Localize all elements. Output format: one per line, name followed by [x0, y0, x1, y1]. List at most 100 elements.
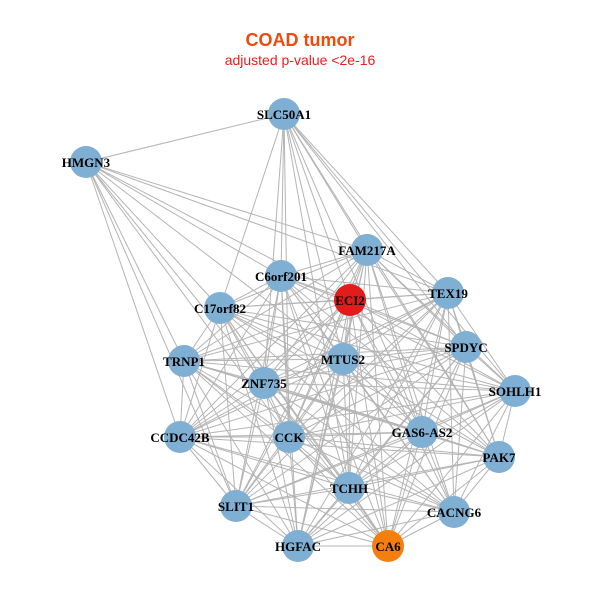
node-tex19[interactable]: TEX19 — [428, 277, 468, 309]
edge-TRNP1-CACNG6 — [183, 360, 455, 513]
node-label: CACNG6 — [427, 505, 482, 520]
edge-GAS6-AS2-SLIT1 — [235, 431, 423, 507]
edge-HMGN3-MTUS2 — [85, 161, 344, 360]
node-c17orf82[interactable]: C17orf82 — [194, 292, 246, 324]
edge-C17orf82-SLIT1 — [219, 307, 237, 507]
edge-SPDYC-ZNF735 — [263, 346, 467, 384]
edge-HMGN3-TEX19 — [85, 161, 449, 294]
edge-GAS6-AS2-CA6 — [387, 431, 423, 547]
node-circle[interactable] — [273, 421, 305, 453]
node-circle[interactable] — [450, 331, 482, 363]
node-sohlh1[interactable]: SOHLH1 — [489, 375, 542, 407]
node-spdyc[interactable]: SPDYC — [444, 331, 488, 363]
node-ccdc42b[interactable]: CCDC42B — [150, 421, 210, 453]
node-hgfac[interactable]: HGFAC — [275, 530, 321, 562]
edge-ECI2-HGFAC — [297, 299, 351, 547]
edge-SOHLH1-SLIT1 — [235, 390, 516, 507]
edge-ZNF735-CCDC42B — [179, 382, 265, 438]
node-label: HGFAC — [275, 539, 321, 554]
node-circle[interactable] — [220, 490, 252, 522]
edge-SLC50A1-C17orf82 — [219, 113, 285, 309]
edge-HMGN3-SLIT1 — [85, 161, 237, 507]
node-circle[interactable] — [268, 98, 300, 130]
edge-ZNF735-CA6 — [263, 382, 389, 547]
node-tchh[interactable]: TCHH — [330, 472, 368, 504]
node-circle[interactable] — [499, 375, 531, 407]
edge-SPDYC-HGFAC — [297, 346, 467, 547]
node-eci2[interactable]: ECI2 — [334, 284, 366, 316]
node-circle[interactable] — [265, 260, 297, 292]
node-circle[interactable] — [406, 416, 438, 448]
edge-C6orf201-SPDYC — [280, 275, 467, 348]
node-circle[interactable] — [164, 421, 196, 453]
edge-TRNP1-TCHH — [183, 360, 350, 489]
node-hmgn3[interactable]: HMGN3 — [62, 146, 111, 178]
chart-title: COAD tumor — [245, 30, 355, 50]
node-label: ECI2 — [335, 293, 365, 308]
node-circle[interactable] — [70, 146, 102, 178]
node-circle[interactable] — [327, 343, 359, 375]
node-circle[interactable] — [483, 441, 515, 473]
edge-SLC50A1-ZNF735 — [263, 113, 285, 384]
node-slc50a1[interactable]: SLC50A1 — [257, 98, 311, 130]
edge-SOHLH1-CCDC42B — [179, 390, 516, 438]
node-label: SPDYC — [444, 340, 487, 355]
edge-C17orf82-SOHLH1 — [219, 307, 516, 392]
edge-SLC50A1-TEX19 — [283, 113, 449, 294]
node-trnp1[interactable]: TRNP1 — [163, 345, 205, 377]
node-circle[interactable] — [204, 292, 236, 324]
edge-ZNF735-SLIT1 — [235, 382, 265, 507]
edge-CCDC42B-PAK7 — [179, 436, 500, 458]
edge-CCDC42B-TCHH — [179, 436, 350, 489]
node-cacng6[interactable]: CACNG6 — [427, 496, 482, 528]
node-mtus2[interactable]: MTUS2 — [321, 343, 365, 375]
node-label: CCK — [275, 430, 305, 445]
edge-ECI2-C17orf82 — [219, 299, 351, 309]
node-label: CA6 — [375, 539, 401, 554]
node-circle[interactable] — [248, 367, 280, 399]
edge-C6orf201-TCHH — [280, 275, 350, 489]
node-ca6[interactable]: CA6 — [372, 530, 404, 562]
node-label: C6orf201 — [255, 269, 307, 284]
edge-SOHLH1-HGFAC — [297, 390, 516, 547]
edge-TRNP1-MTUS2 — [183, 358, 344, 362]
node-circle[interactable] — [168, 345, 200, 377]
node-circle[interactable] — [334, 284, 366, 316]
edge-C6orf201-PAK7 — [280, 275, 500, 458]
node-c6orf201[interactable]: C6orf201 — [255, 260, 307, 292]
node-circle[interactable] — [438, 496, 470, 528]
edge-CCDC42B-CACNG6 — [179, 436, 455, 513]
node-pak7[interactable]: PAK7 — [483, 441, 516, 473]
edge-MTUS2-SOHLH1 — [342, 358, 516, 392]
node-cck[interactable]: CCK — [273, 421, 305, 453]
edge-MTUS2-GAS6-AS2 — [342, 358, 423, 433]
node-label: CCDC42B — [150, 430, 210, 445]
node-znf735[interactable]: ZNF735 — [241, 367, 287, 399]
node-circle[interactable] — [432, 277, 464, 309]
node-gas6-as2[interactable]: GAS6-AS2 — [392, 416, 453, 448]
edge-SLC50A1-HMGN3 — [85, 113, 285, 163]
node-circle[interactable] — [282, 530, 314, 562]
node-slit1[interactable]: SLIT1 — [218, 490, 254, 522]
node-label: PAK7 — [483, 450, 516, 465]
edge-MTUS2-CACNG6 — [342, 358, 455, 513]
edge-CACNG6-HGFAC — [297, 511, 455, 547]
edge-MTUS2-TCHH — [342, 358, 350, 489]
node-circle[interactable] — [351, 234, 383, 266]
edge-ECI2-TCHH — [348, 299, 351, 489]
node-label: TEX19 — [428, 286, 468, 301]
edge-HMGN3-C17orf82 — [85, 161, 221, 309]
node-fam217a[interactable]: FAM217A — [338, 234, 396, 266]
node-circle[interactable] — [372, 530, 404, 562]
edge-PAK7-TCHH — [348, 456, 500, 489]
edge-CCK-HGFAC — [288, 436, 299, 547]
edge-TEX19-SOHLH1 — [447, 292, 516, 392]
edge-CCK-GAS6-AS2 — [288, 431, 423, 438]
node-circle[interactable] — [333, 472, 365, 504]
edge-layer — [85, 113, 516, 547]
edge-C6orf201-CCDC42B — [179, 275, 282, 438]
edge-ECI2-CA6 — [349, 299, 389, 547]
node-label: C17orf82 — [194, 301, 246, 316]
node-label: FAM217A — [338, 243, 396, 258]
